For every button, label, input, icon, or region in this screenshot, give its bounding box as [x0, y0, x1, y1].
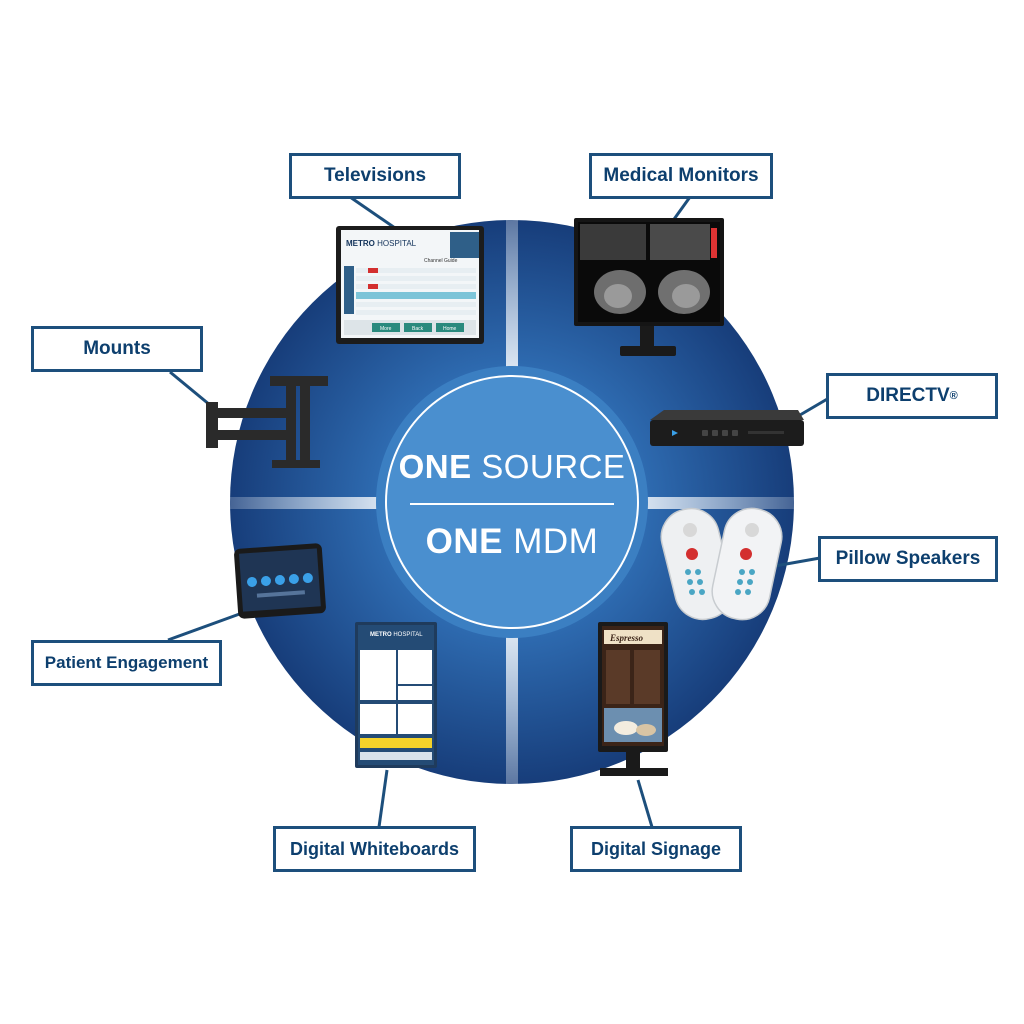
label-digital-whiteboards: Digital Whiteboards [273, 826, 476, 872]
wall-mount-device [206, 376, 328, 468]
medical-monitor-device [574, 218, 724, 356]
television-device: METRO HOSPITAL Channel Guide More Back H… [336, 226, 484, 344]
pillow-speaker-device [660, 507, 783, 621]
tv-heading: Channel Guide [424, 258, 458, 264]
digital-whiteboard-device: METRO HOSPITAL [355, 622, 437, 768]
label-directv: DIRECTV® [826, 373, 998, 419]
digital-signage-device: Espresso [598, 622, 668, 776]
signage-title: Espresso [609, 633, 644, 643]
center-line2-bold: ONE [425, 522, 504, 561]
center-line2-rest: MDM [513, 522, 599, 561]
label-televisions: Televisions [289, 153, 461, 199]
label-mounts-text: Mounts [83, 338, 151, 359]
label-mounts: Mounts [31, 326, 203, 372]
tv-brand: METRO HOSPITAL [346, 239, 417, 248]
label-patient-engagement: Patient Engagement [31, 640, 222, 686]
label-pillow-speakers: Pillow Speakers [818, 536, 998, 582]
label-directv-text: DIRECTV [866, 385, 950, 406]
whiteboard-brand: METRO HOSPITAL [370, 632, 423, 638]
label-digital-signage: Digital Signage [570, 826, 742, 872]
center-disc [385, 375, 639, 629]
center-line-one-mdm: ONE MDM [388, 522, 636, 562]
center-line-one-source: ONE SOURCE [388, 448, 636, 486]
directv-receiver-device [650, 410, 804, 446]
tv-button-more: More [380, 326, 392, 332]
patient-engagement-tablet-device [234, 543, 326, 619]
center-line1-rest: SOURCE [481, 448, 626, 485]
connector-lines [167, 195, 830, 828]
center-line1-bold: ONE [398, 448, 472, 485]
tv-button-home: Home [443, 326, 457, 332]
tv-button-back: Back [412, 326, 424, 332]
registered-mark: ® [949, 390, 958, 402]
label-medical-monitors: Medical Monitors [589, 153, 773, 199]
